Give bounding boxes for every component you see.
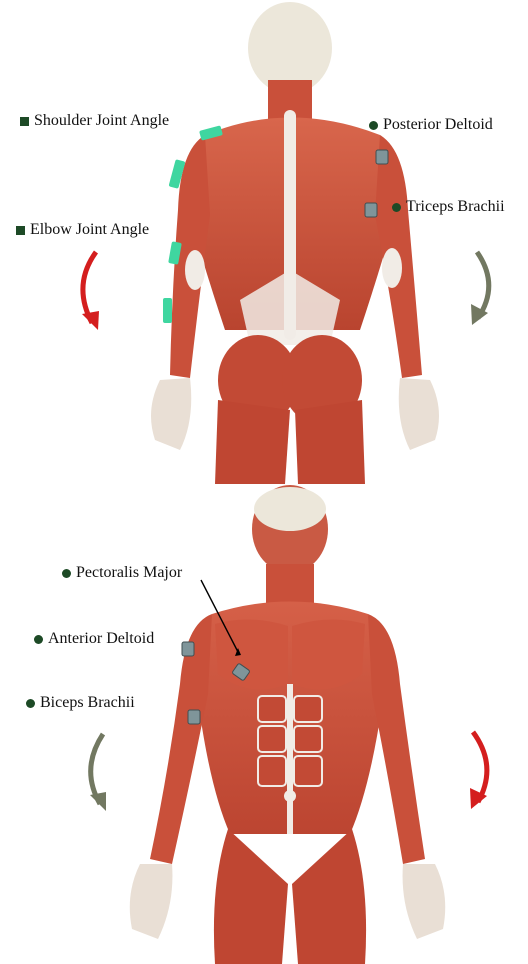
- red-arrowhead-back: [82, 311, 99, 330]
- label-biceps-brachii: Biceps Brachii: [26, 694, 135, 712]
- left-thigh: [215, 400, 290, 484]
- gray-rotation-arrow-back: [477, 252, 489, 318]
- posterior-deltoid-text: Posterior Deltoid: [383, 116, 493, 134]
- emg-sensor-anterior-deltoid: [182, 642, 194, 656]
- label-triceps-brachii: Triceps Brachii: [392, 198, 505, 216]
- dot-marker-icon: [392, 203, 401, 212]
- skull-top: [254, 487, 326, 531]
- right-elbow: [382, 248, 402, 288]
- front-anatomy-illustration: [0, 484, 528, 964]
- dot-marker-icon: [34, 635, 43, 644]
- right-thigh: [295, 400, 365, 484]
- label-pectoralis-major: Pectoralis Major: [62, 564, 182, 582]
- emg-sensor-posterior-deltoid: [376, 150, 388, 164]
- back-anatomy-illustration: [0, 0, 528, 484]
- pectoralis-major-text: Pectoralis Major: [76, 564, 182, 582]
- right-arm: [368, 614, 425, 864]
- left-hand: [151, 378, 191, 450]
- navel: [284, 790, 296, 802]
- left-elbow: [185, 250, 205, 290]
- biceps-brachii-text: Biceps Brachii: [40, 694, 135, 712]
- label-anterior-deltoid: Anterior Deltoid: [34, 630, 154, 648]
- right-pectoral: [292, 619, 365, 689]
- linea-alba: [287, 684, 293, 834]
- left-arm: [150, 614, 212, 864]
- square-marker-icon: [20, 117, 29, 126]
- left-thigh: [214, 829, 288, 964]
- left-hand: [130, 864, 173, 939]
- square-marker-icon: [16, 226, 25, 235]
- right-thigh: [292, 829, 366, 964]
- neck: [266, 564, 314, 604]
- right-hand: [403, 864, 446, 939]
- anterior-deltoid-text: Anterior Deltoid: [48, 630, 154, 648]
- imu-sensor-forearm: [163, 298, 172, 323]
- triceps-brachii-text: Triceps Brachii: [406, 198, 505, 216]
- dot-marker-icon: [26, 699, 35, 708]
- label-shoulder-joint-angle: Shoulder Joint Angle: [20, 112, 169, 130]
- right-hand: [399, 378, 439, 450]
- elbow-joint-angle-text: Elbow Joint Angle: [30, 221, 149, 239]
- emg-sensor-triceps: [365, 203, 377, 217]
- emg-sensor-biceps: [188, 710, 200, 724]
- dot-marker-icon: [62, 569, 71, 578]
- back-view-figure: Shoulder Joint Angle Elbow Joint Angle P…: [0, 0, 528, 484]
- label-elbow-joint-angle: Elbow Joint Angle: [16, 221, 149, 239]
- gray-arrowhead-front: [90, 792, 106, 811]
- front-view-figure: Pectoralis Major Anterior Deltoid Biceps…: [0, 484, 528, 964]
- dot-marker-icon: [369, 121, 378, 130]
- label-posterior-deltoid: Posterior Deltoid: [369, 116, 493, 134]
- shoulder-joint-angle-text: Shoulder Joint Angle: [34, 112, 169, 130]
